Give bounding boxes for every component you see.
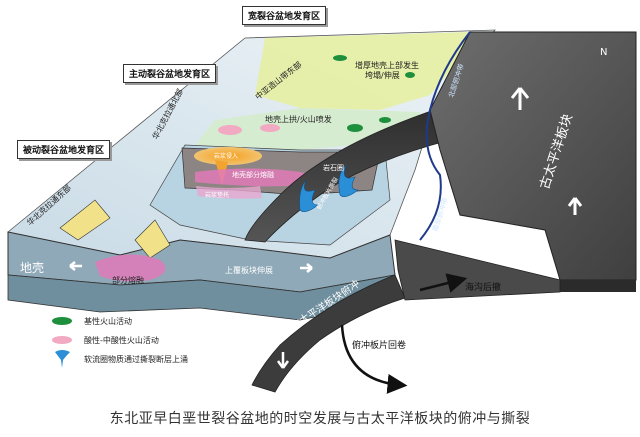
label-collapse-extension: 垮塌/伸展 — [365, 70, 400, 80]
label-magma-intrusion: 岩浆侵入 — [214, 152, 238, 160]
rift-wedge-2 — [134, 219, 171, 259]
region-active-rift: 主动裂谷盆地发育区 — [123, 64, 217, 83]
legend-swatch-basic — [52, 317, 72, 325]
label-slab-rollback: 俯冲板片回卷 — [352, 339, 406, 351]
label-partial-melting: 部分熔融 — [112, 275, 144, 285]
asthenosphere-upwelling-1 — [299, 179, 319, 212]
volcanic-basic-3 — [333, 55, 347, 61]
label-crust: 地壳 — [20, 261, 44, 275]
volcanic-basic-1 — [347, 124, 363, 132]
label-thickened-crust: 增厚地壳上部发生 — [355, 60, 419, 70]
subducting-slab — [244, 107, 451, 243]
label-crust-partial-melt: 地壳部分熔融 — [232, 170, 274, 179]
legend-text-upwelling: 软流圈物质通过撕裂断层上涌 — [84, 354, 188, 364]
wide-rift-zone — [255, 32, 470, 110]
figure-caption: 东北亚早白垩世裂谷盆地的时空发展与古太平洋板块的俯冲与撕裂 — [109, 411, 531, 427]
lower-slab — [251, 274, 406, 393]
region-wide-rift: 宽裂谷盆地发育区 — [242, 6, 327, 25]
label-upper-plate-extension: 上覆板块伸展 — [225, 265, 273, 275]
trench-retreat-arrow — [419, 273, 468, 293]
legend-swatch-upwelling — [55, 350, 70, 368]
magma-intrusion — [194, 147, 262, 165]
rift-wedge-1 — [59, 199, 111, 241]
label-rock-circle: 岩浆垫托 — [205, 191, 229, 199]
subduction-boundary — [419, 31, 471, 241]
front-partial-melt — [95, 254, 166, 282]
pacific-plate-edge — [560, 280, 636, 292]
volcanic-acid-2 — [260, 124, 280, 132]
legend-text-acid: 酸性-中酸性火山活动 — [84, 335, 159, 345]
label-crust-uplift: 地壳上拱/火山喷发 — [265, 114, 332, 124]
pink-melt-lower — [196, 186, 262, 199]
pacific-plate-top — [429, 31, 637, 281]
arrow-up-white-1 — [510, 87, 530, 110]
legend-text-basic: 基性火山活动 — [84, 316, 132, 326]
asthenosphere-upwelling-2 — [338, 164, 359, 197]
region-passive-rift: 被动裂谷盆地发育区 — [17, 140, 111, 159]
label-trench-retreat: 海沟后撤 — [465, 281, 501, 293]
legend-swatch-acid — [52, 336, 72, 344]
arrow-left-white — [69, 261, 82, 271]
volcanic-basic-4 — [405, 72, 415, 78]
volcanic-acid-1 — [218, 125, 242, 135]
label-lithosphere: 岩石圈 — [323, 163, 344, 172]
arrow-right-white — [300, 263, 313, 273]
rollback-arrow — [340, 324, 408, 394]
arrow-down-white — [276, 352, 290, 369]
volcanic-basic-2 — [379, 117, 391, 123]
label-south-boundary: 南部俯冲带 — [430, 197, 449, 233]
label-north-marker: N — [600, 47, 607, 58]
arrow-up-white-2 — [567, 197, 583, 215]
